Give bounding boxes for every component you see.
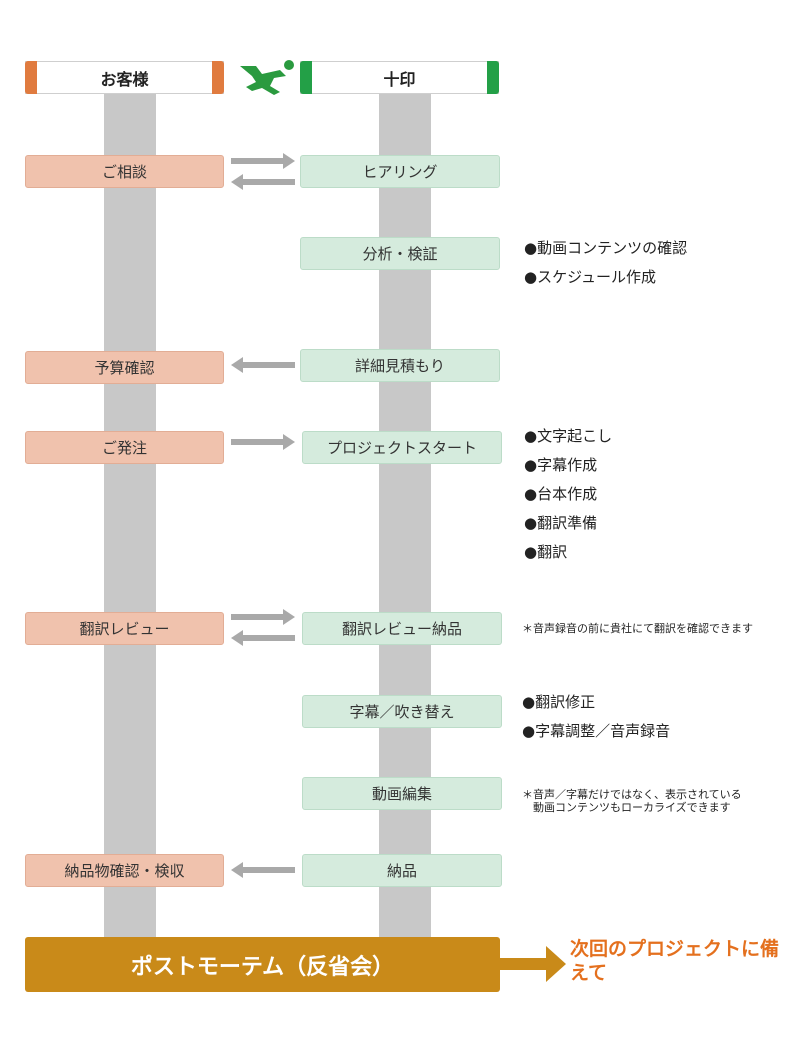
notes-analysis: ●動画コンテンツの確認 ●スケジュール作成 (524, 234, 687, 292)
client-lane (104, 94, 156, 944)
arrow-right-order (231, 434, 295, 450)
note-item: ●スケジュール作成 (524, 268, 657, 286)
vendor-step-hearing: ヒアリング (300, 155, 500, 188)
client-step-review: 翻訳レビュー (25, 612, 224, 645)
client-step-budget: 予算確認 (25, 351, 224, 384)
note-item: ●翻訳準備 (524, 514, 598, 532)
vendor-header-accent-left (300, 61, 312, 94)
arrow-right-consult (231, 153, 295, 169)
vendor-step-project-start: プロジェクトスタート (302, 431, 502, 464)
vendor-header-label: 十印 (383, 69, 416, 89)
note-review: ＊音声録音の前に貴社にて翻訳を確認できます (522, 622, 753, 635)
vendor-step-review-delivery: 翻訳レビュー納品 (302, 612, 502, 645)
client-step-order: ご発注 (25, 431, 224, 464)
note-item: ●字幕作成 (524, 456, 598, 474)
vendor-step-delivery: 納品 (302, 854, 502, 887)
client-header: お客様 (25, 61, 224, 94)
vendor-step-estimate: 詳細見積もり (300, 349, 500, 382)
client-step-consult: ご相談 (25, 155, 224, 188)
note-editing: ＊音声／字幕だけではなく、表示されている 動画コンテンツもローカライズできます (522, 788, 742, 814)
running-figure-logo (240, 60, 294, 95)
note-editing-line-2: 動画コンテンツもローカライズできます (522, 801, 731, 814)
note-item: ●動画コンテンツの確認 (524, 239, 688, 257)
note-editing-line-1: ＊音声／字幕だけではなく、表示されている (522, 788, 742, 801)
note-item: ●文字起こし (524, 427, 613, 445)
arrow-next-project (500, 946, 566, 982)
vendor-header: 十印 (300, 61, 499, 94)
arrow-left-consult (231, 174, 295, 190)
arrow-left-delivery (231, 862, 295, 878)
client-header-label: お客様 (100, 69, 149, 89)
vendor-step-subtitle-dubbing: 字幕／吹き替え (302, 695, 502, 728)
next-project-label: 次回のプロジェクトに備えて (570, 938, 780, 984)
vendor-header-accent-right (487, 61, 499, 94)
notes-project-start: ●文字起こし ●字幕作成 ●台本作成 ●翻訳準備 ●翻訳 (524, 422, 612, 567)
client-step-acceptance: 納品物確認・検収 (25, 854, 224, 887)
arrow-right-review (231, 609, 295, 625)
client-header-accent-right (212, 61, 224, 94)
note-item: ●台本作成 (524, 485, 598, 503)
vendor-step-video-editing: 動画編集 (302, 777, 502, 810)
note-item: ●翻訳修正 (522, 693, 596, 711)
arrow-left-estimate (231, 357, 295, 373)
client-header-accent-left (25, 61, 37, 94)
note-item: ●字幕調整／音声録音 (522, 722, 671, 740)
vendor-step-analysis: 分析・検証 (300, 237, 500, 270)
note-item: ●翻訳 (524, 543, 568, 561)
postmortem-box: ポストモーテム（反省会） (25, 937, 500, 992)
arrow-left-review (231, 630, 295, 646)
notes-subtitle: ●翻訳修正 ●字幕調整／音声録音 (522, 688, 670, 746)
